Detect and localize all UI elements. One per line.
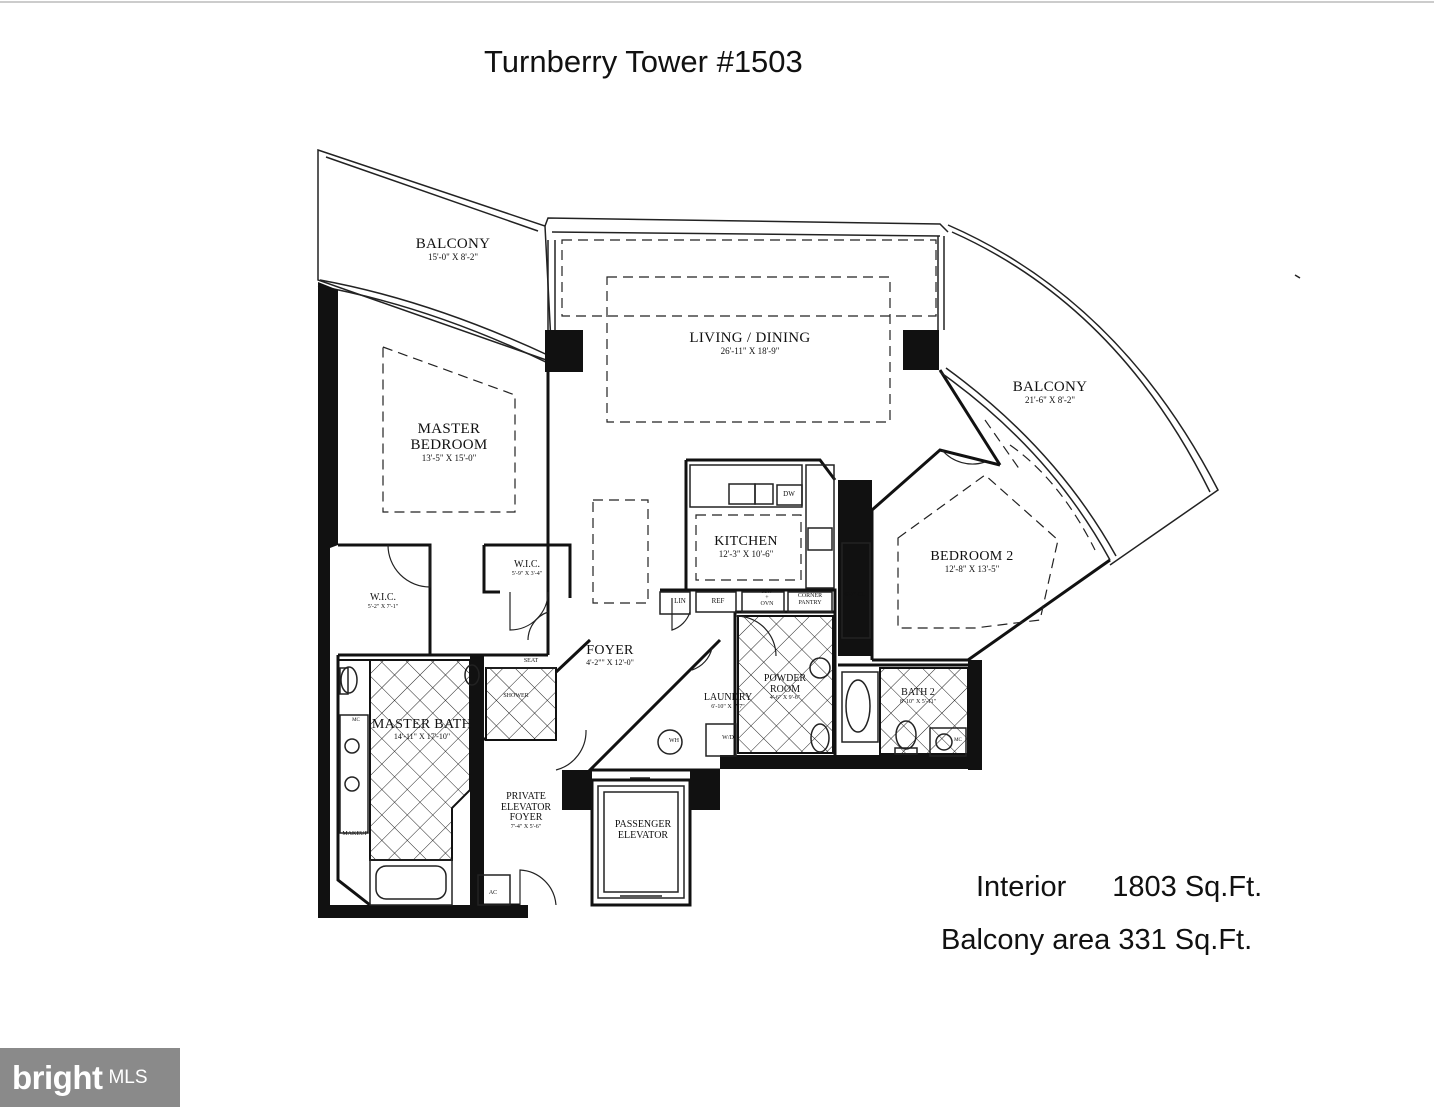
room-name-line1: PASSENGER (614, 819, 672, 830)
interior-walls (336, 369, 1111, 907)
room-dimension: 12'-3" X 10'-6" (718, 548, 774, 559)
label-mc-left: MC (352, 718, 360, 723)
room-name-line2: ELEVATOR (500, 801, 552, 813)
logo-brand: bright (12, 1058, 103, 1096)
room-label-living-dining: LIVING / DINING 26'-11" X 18'-9" (689, 330, 811, 356)
tiled-floors (338, 615, 969, 861)
label-linen: LIN (674, 597, 686, 605)
interior-area-value: 1803 Sq.Ft. (1112, 871, 1263, 903)
room-dimension: 6'-10" X 5'-7" (711, 703, 745, 710)
page-title: Turnberry Tower #1503 (484, 44, 803, 79)
label-seat: SEAT (523, 658, 539, 664)
room-name-line1: MASTER (417, 421, 481, 437)
room-name-line2: BEDROOM (410, 436, 488, 453)
label-water-heater: WH (669, 738, 679, 744)
room-label-balcony-left: BALCONY 15'-0" X 8'-2" (415, 236, 491, 262)
label-pantry: PANTRY (798, 599, 822, 606)
room-label-wic-left: W.I.C. 5'-2" X 7'-1" (367, 592, 399, 610)
room-dimension: 15'-0" X 8'-2" (427, 251, 479, 262)
room-name: LIVING / DINING (689, 330, 811, 346)
label-corner: CORNER (797, 593, 823, 599)
room-label-master-bath: MASTER BATH 14'-11" X 17'-10" (371, 717, 473, 741)
label-shower: SHOWER (503, 693, 529, 699)
room-label-master-bedroom: MASTER BEDROOM 13'-5" X 15'-0" (410, 421, 488, 463)
room-dimension: 14'-11" X 17'-10" (393, 731, 451, 741)
interior-area: Interior 1803 Sq.Ft. (976, 871, 1262, 904)
label-dishwasher: DW (783, 490, 795, 498)
room-name: LAUNDRY (703, 692, 753, 703)
label-closet: 6'-7" CL (844, 592, 866, 598)
room-label-passenger-elevator: PASSENGER ELEVATOR (614, 819, 672, 841)
room-dimension: 21'-6" X 8'-2" (1024, 394, 1076, 405)
room-dimension: 26'-11" X 18'-9" (720, 345, 780, 356)
label-microwave-oven: MW + OVN (761, 589, 774, 607)
room-label-powder-room: POWDER ROOM 4'-6" X 9'-6" (763, 673, 807, 701)
balcony-area-label: Balcony area (941, 924, 1111, 956)
balcony-area-value: 331 Sq.Ft. (1118, 924, 1253, 956)
room-label-balcony-right: BALCONY 21'-6" X 8'-2" (1012, 379, 1088, 405)
label-ovn: OVN (760, 601, 774, 607)
room-label-bedroom-2: BEDROOM 2 12'-8" X 13'-5" (930, 549, 1014, 574)
room-name: FOYER (586, 643, 634, 658)
room-dimension: 12'-8" X 13'-5" (944, 563, 1000, 574)
logo-suffix: MLS (108, 1066, 148, 1088)
room-name: BALCONY (415, 236, 491, 252)
room-dimension: 5'-2" X 7'-1" (367, 603, 399, 610)
balcony-right-outline (939, 224, 1219, 566)
balcony-area: Balcony area 331 Sq.Ft. (941, 924, 1252, 957)
room-label-bath-2: BATH 2 8'-10" X 5'-11" (899, 687, 937, 705)
room-label-private-elevator-foyer: PRIVATE ELEVATOR FOYER 7'-4" X 5'-6" (500, 791, 552, 830)
room-name-line2: ROOM (769, 683, 801, 695)
living-window (544, 217, 949, 330)
kitchen-counters (659, 464, 871, 639)
room-name: BATH 2 (901, 687, 935, 698)
room-dimension: 5'-9" X 3'-4" (511, 570, 543, 577)
label-plus: + (765, 595, 769, 601)
label-corner-pantry: CORNER PANTRY (798, 593, 822, 606)
room-name: BALCONY (1012, 379, 1088, 395)
room-name: W.I.C. (513, 559, 541, 570)
room-dimension: 4'-6" X 9'-6" (769, 695, 801, 701)
room-dimension: 8'-10" X 5'-11" (899, 698, 937, 705)
room-dimension: 13'-5" X 15'-0" (421, 452, 477, 463)
room-name-line1: PRIVATE (506, 791, 546, 802)
room-name: W.I.C. (369, 592, 397, 603)
room-dimension: 4'-2"" X 12'-0" (586, 657, 634, 667)
room-name-line1: POWDER (763, 673, 807, 684)
room-label-foyer: FOYER 4'-2"" X 12'-0" (586, 643, 634, 667)
label-refrigerator: REF (711, 597, 725, 605)
room-name: KITCHEN (714, 534, 778, 549)
room-dashed-outlines (382, 239, 1096, 629)
room-dimension: 7'-4" X 5'-6" (510, 823, 542, 830)
bath-fixtures (339, 657, 967, 906)
room-label-wic-center: W.I.C. 5'-9" X 3'-4" (511, 559, 543, 577)
room-name-line3: FOYER (509, 812, 543, 823)
room-name-line2: ELEVATOR (617, 829, 669, 841)
balcony-left-outline (317, 148, 553, 366)
label-washer-dryer: W/D (722, 735, 734, 741)
exterior-walls (318, 282, 982, 918)
room-name: MASTER BATH (371, 717, 473, 732)
room-label-laundry: LAUNDRY 6'-10" X 5'-7" (703, 692, 753, 710)
door-swings (387, 449, 986, 906)
label-makeup: MAKEUP (342, 831, 368, 837)
label-ac: AC (488, 890, 498, 896)
label-mw: MW (761, 589, 773, 595)
interior-area-label: Interior (976, 871, 1067, 903)
room-label-kitchen: KITCHEN 12'-3" X 10'-6" (714, 534, 778, 559)
misc-lines (486, 274, 1301, 669)
label-mc-right: MC (954, 738, 962, 743)
bright-mls-logo: bright MLS (0, 1048, 180, 1107)
room-name: BEDROOM 2 (930, 549, 1014, 564)
